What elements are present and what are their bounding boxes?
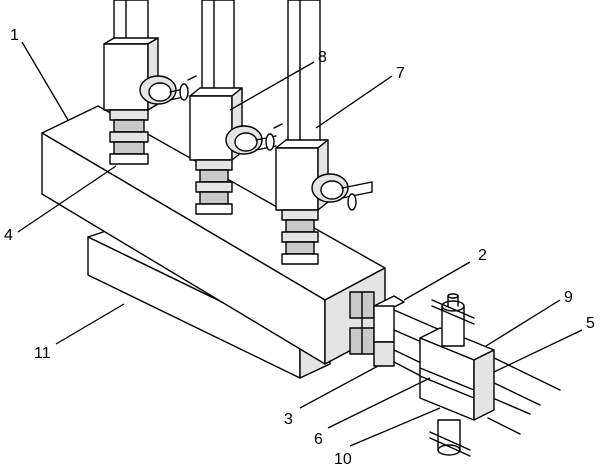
- valve-assembly-2: [189, 0, 283, 215]
- label-8: 8: [318, 49, 327, 66]
- valve-assembly-3: [275, 0, 373, 265]
- reference-numerals: 1 2 3 4 5 6 7 8 9 10 11: [4, 27, 595, 468]
- label-2: 2: [478, 247, 487, 264]
- label-7: 7: [396, 65, 405, 82]
- label-1: 1: [10, 27, 19, 44]
- label-11: 11: [34, 345, 51, 362]
- side-joints: [349, 291, 405, 367]
- label-6: 6: [314, 431, 323, 448]
- label-10: 10: [334, 451, 352, 468]
- leader-lines: [17, 41, 583, 447]
- valve-assembly-1: [103, 0, 197, 165]
- label-4: 4: [4, 227, 13, 244]
- label-3: 3: [284, 411, 293, 428]
- side-valve: [419, 293, 495, 457]
- label-9: 9: [564, 289, 573, 306]
- label-5: 5: [586, 315, 595, 332]
